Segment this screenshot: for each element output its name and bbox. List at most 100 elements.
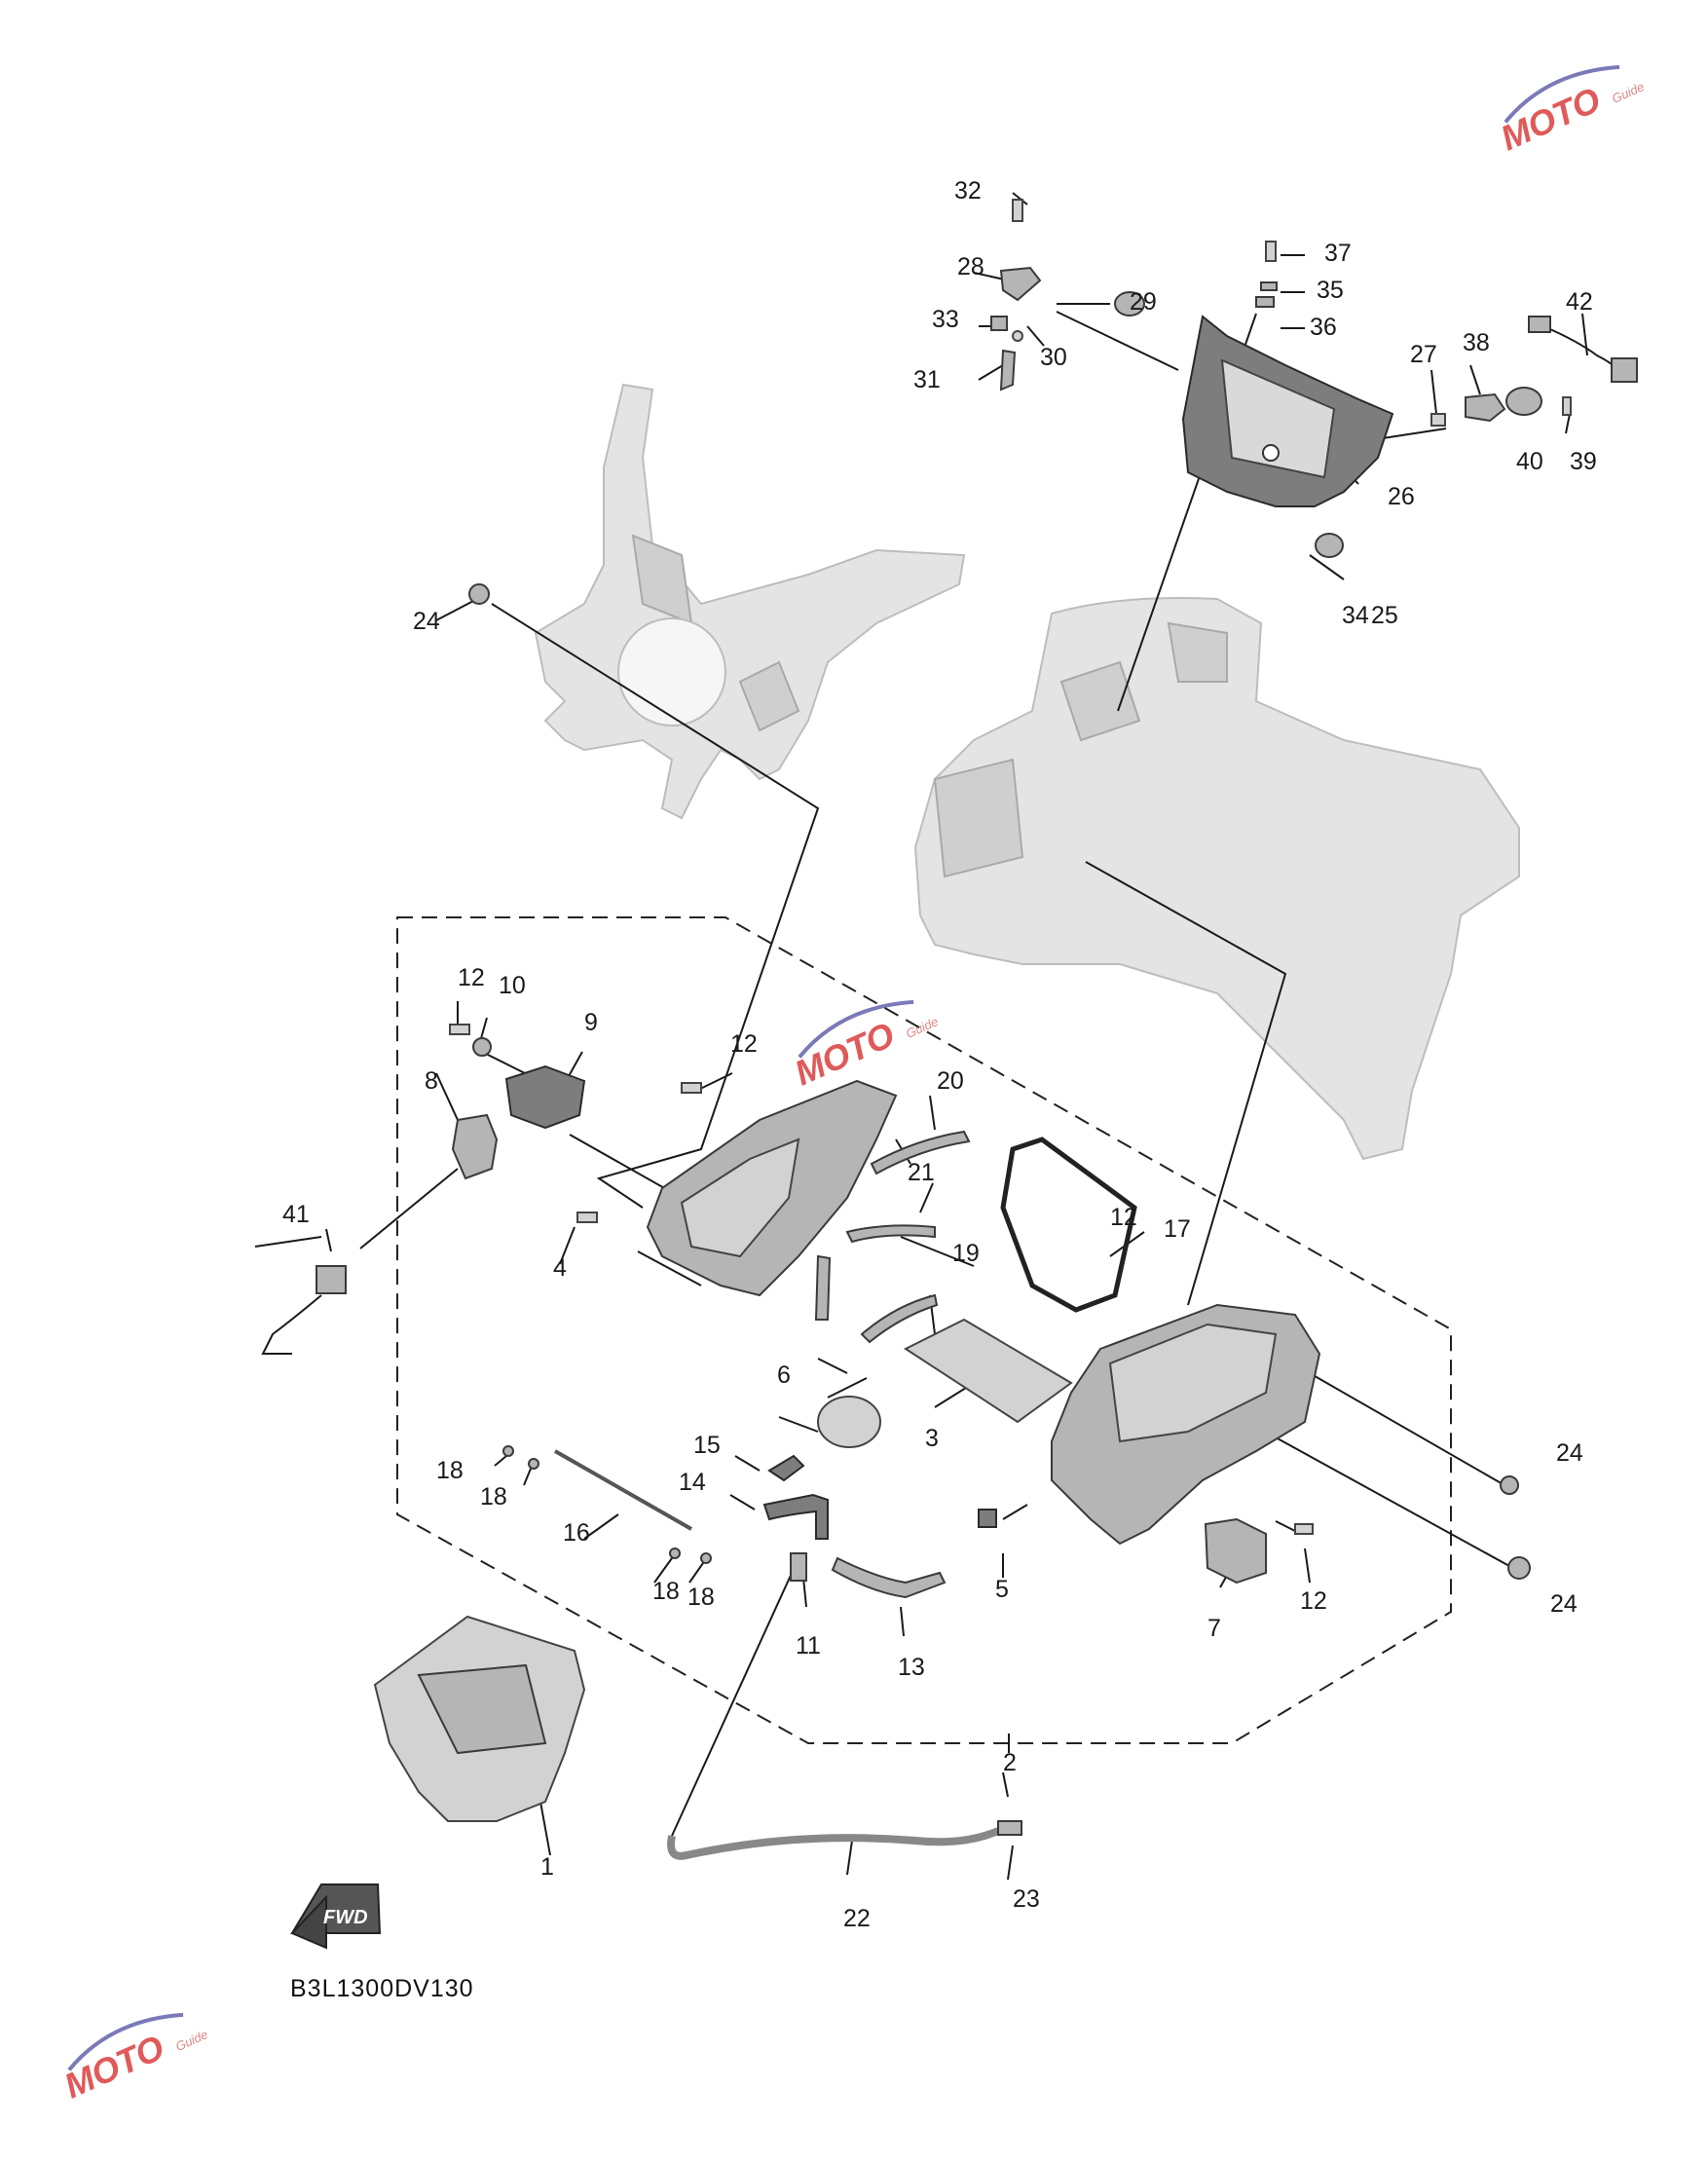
part-label-37: 37 [1324, 240, 1352, 267]
part-label-38: 38 [1463, 329, 1490, 356]
part-13-hose [831, 1556, 947, 1599]
front-frame-ghost [534, 383, 966, 820]
part-18-clip-a [502, 1445, 514, 1457]
part-label-12: 12 [730, 1030, 758, 1058]
part-11-joint [790, 1552, 807, 1582]
part-label-18: 18 [480, 1483, 507, 1510]
svg-text:Guide: Guide [173, 2027, 210, 2054]
svg-text:FWD: FWD [323, 1907, 368, 1928]
part-19-hose [860, 1293, 939, 1344]
watermark-bottom-left: MOTO Guide [58, 2012, 210, 2106]
part-42-harness [1542, 325, 1622, 376]
part-7-actuator [1204, 1517, 1267, 1585]
part-label-18: 18 [687, 1584, 715, 1611]
part-label-30: 30 [1040, 344, 1067, 371]
part-label-7: 7 [1207, 1615, 1221, 1642]
part-30-washer [1012, 330, 1023, 342]
part-25-grommet [1500, 1475, 1519, 1495]
part-label-4: 4 [553, 1254, 567, 1282]
part-label-27: 27 [1410, 341, 1437, 368]
part-label-41: 41 [282, 1201, 310, 1228]
part-34-damper [1315, 533, 1344, 558]
part-label-25: 25 [1371, 602, 1398, 629]
part-18-clip-b [528, 1458, 539, 1470]
part-label-21: 21 [908, 1159, 935, 1186]
part-18-clip-d [700, 1552, 712, 1564]
part-label-31: 31 [913, 366, 941, 393]
part-22-hose [667, 1827, 1000, 1860]
part-label-23: 23 [1013, 1885, 1040, 1913]
part-label-32: 32 [954, 177, 982, 205]
part-label-1: 1 [540, 1853, 554, 1881]
frame-body-ghost [913, 597, 1520, 1161]
part-label-8: 8 [425, 1067, 438, 1095]
part-label-2: 2 [1003, 1749, 1017, 1776]
part-32-bolt [1012, 199, 1023, 222]
part-label-9: 9 [584, 1009, 598, 1036]
part-label-16: 16 [563, 1519, 590, 1547]
part-5-clip [978, 1509, 997, 1528]
part-24-grommet-right [1507, 1556, 1531, 1580]
part-12-bolt-b [681, 1082, 702, 1094]
part-8-valve [451, 1113, 499, 1180]
part-label-19: 19 [952, 1240, 980, 1267]
part-label-40: 40 [1516, 448, 1543, 475]
part-36-collar [1255, 296, 1275, 308]
leader-lines [254, 192, 1588, 1881]
part-27-clip [1430, 413, 1446, 427]
air-filter-assembly-outline [396, 916, 1452, 1744]
part-24-grommet-top [468, 583, 490, 605]
part-17-gasket [1000, 1137, 1137, 1313]
part-9-sensor [504, 1064, 586, 1130]
part-39-screw [1562, 396, 1572, 416]
part-14-hose [762, 1493, 829, 1540]
part-label-12: 12 [1300, 1587, 1327, 1615]
part-label-11: 11 [796, 1632, 821, 1660]
part-20-hose [870, 1130, 971, 1175]
part-label-14: 14 [679, 1469, 706, 1496]
part-15-hose [767, 1454, 805, 1482]
part-3-plate [903, 1318, 1073, 1424]
part-6-cap [817, 1396, 881, 1448]
watermark-top-right: MOTO Guide [1495, 64, 1647, 158]
diagram-code: B3L1300DV130 [290, 1975, 474, 2002]
part-label-35: 35 [1317, 277, 1344, 304]
part-label-20: 20 [937, 1067, 964, 1095]
part-23-fitting [997, 1820, 1022, 1836]
svg-text:MOTO: MOTO [58, 2027, 170, 2106]
part-label-34: 34 [1342, 602, 1369, 629]
part-33-nut [990, 316, 1008, 331]
part-label-12: 12 [1110, 1204, 1137, 1231]
part-label-3: 3 [925, 1425, 939, 1452]
part-label-22: 22 [843, 1905, 871, 1932]
part-10-washer [472, 1037, 492, 1057]
part-label-10: 10 [499, 972, 526, 999]
part-38-socket [1465, 392, 1506, 423]
part-4-bolt [576, 1212, 598, 1223]
part-label-42: 42 [1566, 288, 1593, 316]
part-31-pipe [999, 349, 1017, 392]
part-label-28: 28 [957, 253, 984, 280]
watermark-center: MOTO Guide [789, 999, 941, 1093]
part-label-18: 18 [652, 1578, 680, 1605]
svg-text:Guide: Guide [1610, 79, 1647, 106]
part-label-13: 13 [898, 1654, 925, 1681]
part-21-hose [845, 1224, 936, 1244]
svg-text:MOTO: MOTO [789, 1014, 901, 1093]
part-label-39: 39 [1570, 448, 1597, 475]
part-label-6: 6 [777, 1361, 791, 1389]
part-29-grommet [1114, 291, 1145, 317]
part-12-bolt-c [1294, 1523, 1314, 1535]
part-label-17: 17 [1164, 1215, 1191, 1243]
part-label-15: 15 [693, 1432, 721, 1459]
part-12-bolt-a [449, 1024, 470, 1035]
part-label-26: 26 [1388, 483, 1415, 510]
part-41-connector [316, 1265, 347, 1294]
part-37-bolt [1265, 241, 1277, 262]
part-label-5: 5 [995, 1576, 1009, 1603]
part-21-pipe [814, 1254, 832, 1321]
part-label-24: 24 [1556, 1439, 1583, 1467]
part-16-rod [554, 1449, 692, 1531]
